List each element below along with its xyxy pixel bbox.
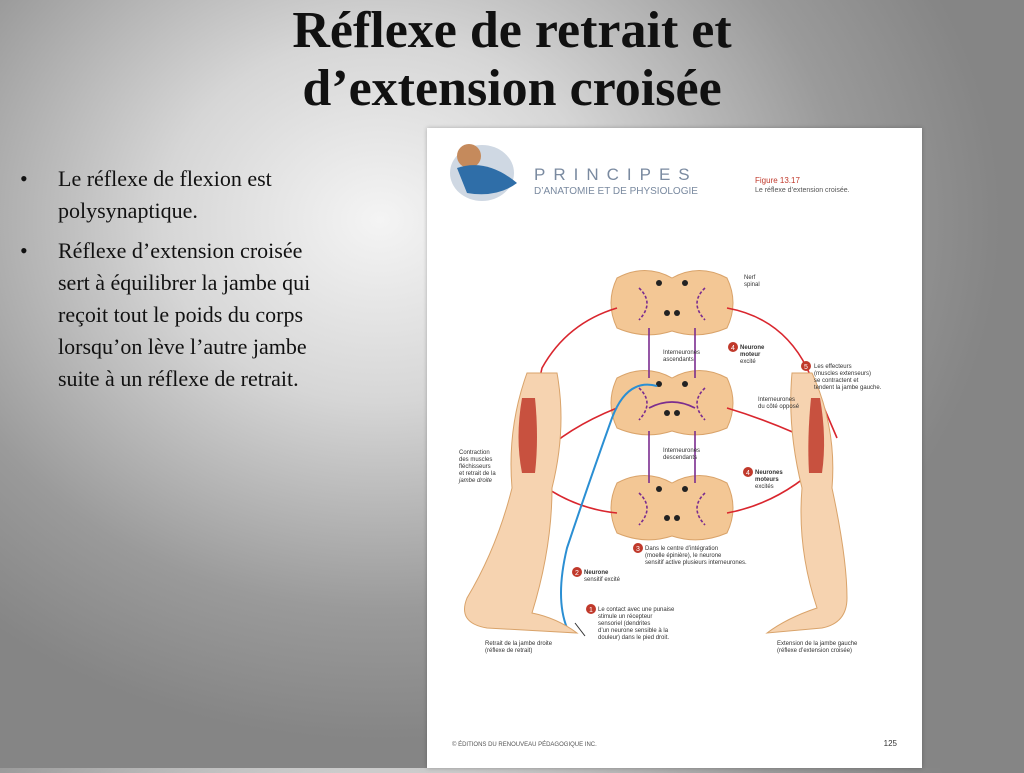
svg-text:Neurone: Neurone (584, 570, 609, 576)
interneuron-cross-line (648, 401, 696, 409)
svg-text:jambe droite: jambe droite (458, 478, 493, 484)
bullet-text: Réflexe d’extension croisée sert à équil… (58, 238, 311, 391)
footer-copyright: © ÉDITIONS DU RENOUVEAU PÉDAGOGIQUE INC. (452, 741, 597, 748)
spinal-section-bottom (610, 475, 734, 541)
svg-text:(réflexe d’extension croisée): (réflexe d’extension croisée) (777, 648, 852, 654)
svg-text:excités: excités (755, 484, 774, 490)
figure-number: Figure 13.17 (755, 176, 800, 185)
svg-text:Interneurones: Interneurones (758, 397, 795, 403)
tack-icon (574, 622, 586, 637)
book-logo (450, 144, 517, 201)
book-title: PRINCIPES (534, 165, 698, 184)
extensor-muscle-icon (808, 398, 825, 473)
svg-text:tendent la jambe gauche.: tendent la jambe gauche. (814, 385, 882, 391)
svg-text:Nerf: Nerf (744, 275, 756, 281)
svg-text:douleur) dans le pied droit.: douleur) dans le pied droit. (598, 635, 669, 641)
logo-head-icon (457, 144, 481, 168)
interneuron-lines (648, 328, 696, 483)
step-1-number: 1 (589, 607, 593, 614)
svg-text:Les effecteurs: Les effecteurs (814, 364, 852, 370)
svg-text:d’un neurone sensible à la: d’un neurone sensible à la (598, 628, 669, 634)
spinal-section-top (610, 270, 734, 336)
svg-text:fléchisseurs: fléchisseurs (459, 464, 491, 470)
svg-text:stimule un récepteur: stimule un récepteur (598, 614, 652, 620)
svg-text:spinal: spinal (744, 282, 760, 288)
bullet-symbol: • (20, 238, 28, 263)
svg-text:Interneurones: Interneurones (663, 350, 700, 356)
flexor-muscle-icon (518, 398, 537, 473)
title-line-2: d’extension croisée (302, 60, 722, 117)
svg-text:Neurone: Neurone (740, 345, 765, 351)
svg-text:(réflexe de retrait): (réflexe de retrait) (485, 648, 532, 654)
bullet-text: Le réflexe de flexion est polysynaptique… (58, 166, 272, 223)
svg-text:Contraction: Contraction (459, 450, 490, 456)
svg-text:et retrait de la: et retrait de la (459, 471, 496, 477)
bullet-item: • Le réflexe de flexion est polysynaptiq… (18, 163, 318, 227)
step-4a-number: 4 (731, 345, 735, 352)
logo-arm-icon (457, 165, 517, 195)
step-5-number: 5 (804, 364, 808, 371)
title-line-1: Réflexe de retrait et (292, 2, 732, 59)
svg-text:Extension de la jambe gauche: Extension de la jambe gauche (777, 641, 858, 647)
step-2-number: 2 (575, 570, 579, 577)
svg-text:sensoriel (dendrites: sensoriel (dendrites (598, 621, 650, 627)
svg-text:excité: excité (740, 359, 756, 365)
svg-text:sensitif excité: sensitif excité (584, 577, 621, 583)
svg-text:du côté opposé: du côté opposé (758, 404, 800, 410)
svg-text:moteurs: moteurs (755, 477, 779, 483)
step-markers: 4 5 4 3 2 1 (572, 342, 811, 614)
svg-text:ascendants: ascendants (663, 357, 694, 363)
leg-left-illustration (765, 372, 848, 634)
step-4b-number: 4 (746, 470, 750, 477)
svg-text:sensitif active plusieurs inte: sensitif active plusieurs interneurones. (645, 560, 747, 566)
svg-text:Dans le centre d’intégration: Dans le centre d’intégration (645, 546, 718, 552)
svg-text:(moelle épinière), le neurone: (moelle épinière), le neurone (645, 553, 722, 559)
figure-caption: Le réflexe d’extension croisée. (755, 187, 850, 194)
svg-text:se contractent et: se contractent et (814, 378, 859, 384)
figure-page: PRINCIPES D’ANATOMIE ET DE PHYSIOLOGIE F… (427, 128, 922, 768)
book-subtitle: D’ANATOMIE ET DE PHYSIOLOGIE (534, 186, 698, 197)
svg-text:Neurones: Neurones (755, 470, 783, 476)
svg-text:Le contact avec une punaise: Le contact avec une punaise (598, 607, 675, 613)
footer-page-number: 125 (884, 739, 898, 748)
svg-text:(muscles extenseurs): (muscles extenseurs) (814, 371, 871, 377)
svg-text:Interneurones: Interneurones (663, 448, 700, 454)
sensory-neuron (560, 383, 658, 629)
figure-labels: Nerf spinal Interneurones ascendants Int… (458, 275, 882, 654)
svg-text:Retrait de la jambe droite: Retrait de la jambe droite (485, 641, 553, 647)
step-3-number: 3 (636, 546, 640, 553)
bullet-item: • Réflexe d’extension croisée sert à équ… (18, 235, 318, 395)
leg-right-illustration (464, 372, 579, 634)
slide-title: Réflexe de retrait et d’extension croisé… (150, 2, 874, 118)
bullet-symbol: • (20, 166, 28, 191)
svg-text:des muscles: des muscles (459, 457, 492, 463)
bullet-list: • Le réflexe de flexion est polysynaptiq… (18, 163, 318, 403)
reflex-diagram: PRINCIPES D’ANATOMIE ET DE PHYSIOLOGIE F… (450, 144, 898, 748)
svg-text:moteur: moteur (740, 352, 761, 358)
svg-text:descendants: descendants (663, 455, 697, 461)
